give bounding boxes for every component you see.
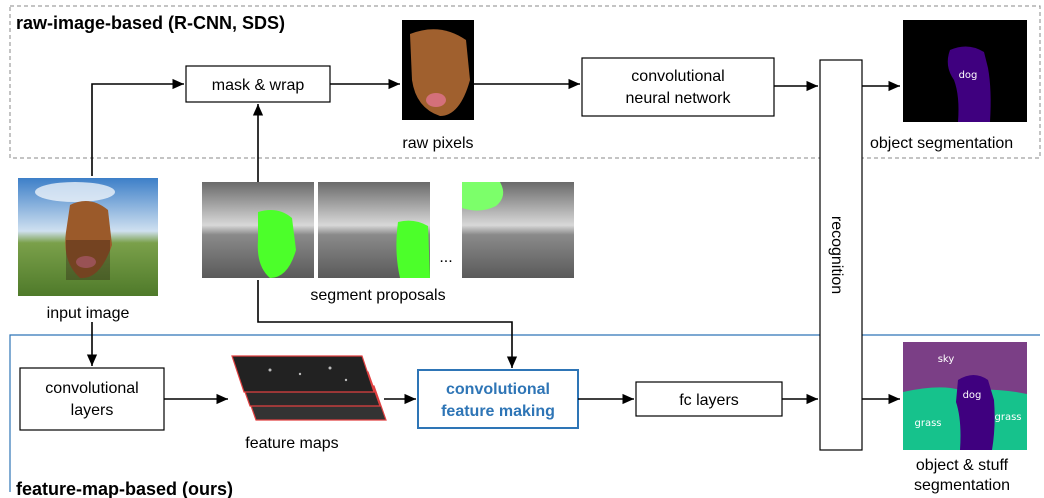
proposals-ellipsis: ... [439,249,452,266]
fc-layers-box [635,381,783,417]
mask-wrap-box [185,65,331,103]
feature-maps-stack [231,355,387,421]
dog-label-bottom: dog [963,390,982,401]
object-stuff-caption-line2: segmentation [914,477,1010,494]
arrow-input-to-mask [91,78,184,176]
cnn-label-line2: neural network [626,90,732,107]
fc-layers-label: fc layers [679,392,739,409]
cnn-box [581,57,775,117]
cfm-label-line2: feature making [441,403,555,420]
recognition-box [819,59,863,451]
mask-wrap-label: mask & wrap [212,77,305,94]
segment-proposals-caption: segment proposals [310,287,445,304]
cfm-label-line1: convolutional [446,381,550,398]
conv-layers-box [19,367,165,431]
segment-proposal-3 [462,182,574,278]
raw-pixels-caption: raw pixels [402,135,473,152]
input-image-caption: input image [47,305,130,322]
cfm-box [417,369,579,429]
conv-layers-label-line1: convolutional [45,380,138,397]
conv-layers-label-line2: layers [71,402,114,419]
feature-region-title: feature-map-based (ours) [16,479,233,498]
raw-region-border [9,5,1041,159]
segment-proposal-2 [318,182,430,278]
recognition-label: recognition [828,216,845,294]
cnn-label-line1: convolutional [631,68,724,85]
raw-pixels-image [402,20,474,120]
segment-proposal-1 [202,182,314,278]
input-image [18,178,158,296]
feature-region-border [9,334,1040,492]
grass-label-right: grass [994,412,1021,423]
sky-label: sky [938,354,955,365]
dog-label-top: dog [959,70,978,81]
object-segmentation-image [903,20,1027,122]
object-stuff-segmentation-image [903,342,1027,450]
arrow-proposals-to-cfm [257,280,518,368]
raw-region-title: raw-image-based (R-CNN, SDS) [16,13,285,33]
object-stuff-caption-line1: object & stuff [916,457,1009,474]
feature-maps-caption: feature maps [245,435,338,452]
grass-label-left: grass [914,418,941,429]
object-segmentation-caption: object segmentation [870,135,1013,152]
